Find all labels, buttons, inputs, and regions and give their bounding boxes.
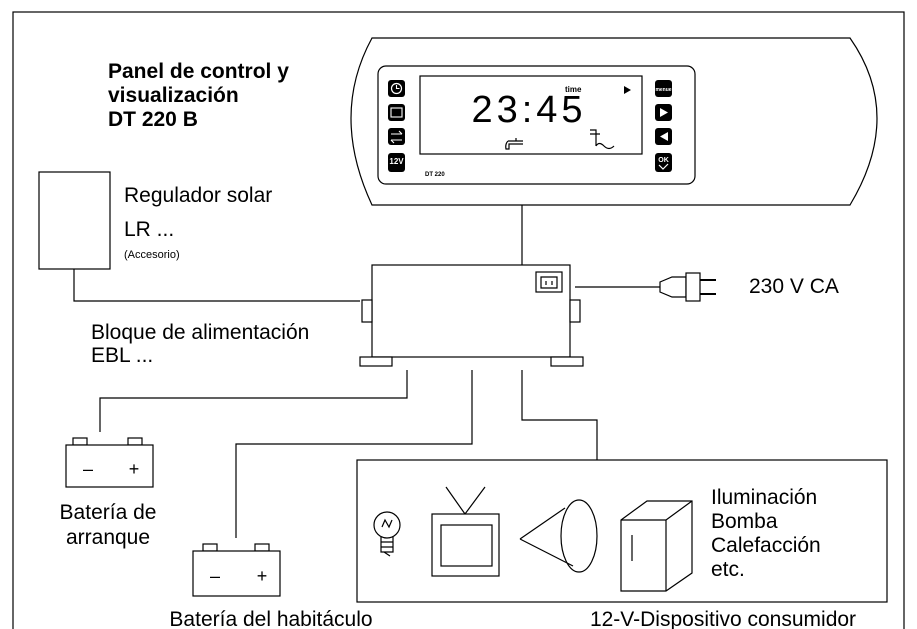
exchange-button[interactable] (388, 128, 405, 145)
tap-icon (505, 138, 523, 150)
consumers-box (356, 459, 888, 603)
solar-regulator-box (38, 171, 111, 270)
panel-title-line1: Panel de control y (108, 60, 289, 83)
exchange-icon (390, 130, 403, 144)
menu-button[interactable] (655, 80, 672, 97)
consumers-caption: 12-V-Dispositivo consumidor (590, 608, 856, 629)
consumer-item-3: Calefacción (711, 534, 821, 557)
cabin-battery-body (192, 550, 281, 597)
power-block-mount-right (569, 299, 581, 323)
tv-icon (431, 486, 500, 577)
start-battery-terminal-neg (72, 437, 88, 446)
forward-icon (660, 108, 668, 117)
panel-title-line2: visualización (108, 84, 239, 107)
panel-title-line3: DT 220 B (108, 108, 198, 131)
power-label-line2: EBL ... (91, 344, 153, 367)
12v-button[interactable] (388, 153, 405, 172)
mains-socket-icon (540, 276, 558, 289)
power-block (359, 264, 584, 367)
mains-label: 230 V CA (749, 275, 839, 298)
heater-cabinet-icon (620, 500, 693, 592)
back-icon (660, 132, 668, 141)
clock-hands-icon (395, 85, 400, 90)
consumer-item-1: Iluminación (711, 486, 817, 509)
wire-solar-power (73, 269, 360, 302)
diagram-frame (12, 11, 905, 629)
consumer-item-2: Bomba (711, 510, 778, 533)
power-block-foot-left (359, 356, 393, 367)
heater-icon (590, 129, 615, 150)
wire-start-battery (99, 370, 408, 432)
start-battery: – + (65, 437, 154, 488)
cabin-battery-terminal-pos (254, 543, 270, 552)
start-battery-terminal-pos (127, 437, 143, 446)
12v-button-label: 12V (389, 157, 404, 166)
cabin-battery-minus: – (210, 566, 220, 586)
display-time: 23:45 (471, 89, 586, 131)
cabin-battery: – + (192, 543, 281, 597)
clock-icon (390, 82, 403, 95)
ok-button-label: OK (658, 157, 669, 164)
cabin-battery-terminal-neg (202, 543, 218, 552)
lcd-display (419, 75, 643, 155)
consumer-item-4: etc. (711, 558, 745, 581)
wire-cabin-battery (235, 370, 473, 538)
ok-check-icon (658, 163, 669, 170)
start-battery-label-line1: Batería de (60, 501, 157, 524)
bulb-icon (373, 511, 401, 557)
start-battery-body (65, 444, 154, 488)
plug-body (659, 276, 687, 298)
mains-plug (659, 272, 716, 302)
panel-model-label: DT 220 (425, 172, 445, 178)
start-battery-plus: + (129, 459, 140, 479)
cabin-battery-plus: + (257, 566, 268, 586)
start-battery-minus: – (83, 459, 93, 479)
left-buttons: 12V (388, 80, 405, 172)
display-play-indicator (624, 86, 631, 94)
cabin-battery-label: Batería del habitáculo (169, 608, 372, 629)
power-block-mount-left (361, 299, 373, 323)
solar-label-line1: Regulador solar (124, 184, 272, 207)
solar-label-line2: LR ... (124, 218, 174, 241)
start-battery-label-line2: arranque (66, 526, 150, 549)
panel-bezel (377, 65, 696, 185)
panel-housing (350, 37, 878, 206)
solar-note: (Accesorio) (124, 249, 180, 261)
ok-button[interactable] (655, 153, 672, 172)
battery-button-icon (390, 107, 403, 118)
power-label-line1: Bloque de alimentación (91, 321, 309, 344)
pump-icon (519, 499, 598, 573)
power-block-foot-right (550, 356, 584, 367)
control-panel: 12V menue OK time 23:45 DT 220 (350, 37, 878, 206)
wire-consumers (521, 370, 598, 460)
menu-button-label: menue (655, 87, 671, 93)
right-buttons: menue OK (655, 80, 672, 172)
mains-socket (535, 271, 563, 293)
plug-head (685, 272, 701, 302)
display-time-label: time (565, 85, 582, 94)
